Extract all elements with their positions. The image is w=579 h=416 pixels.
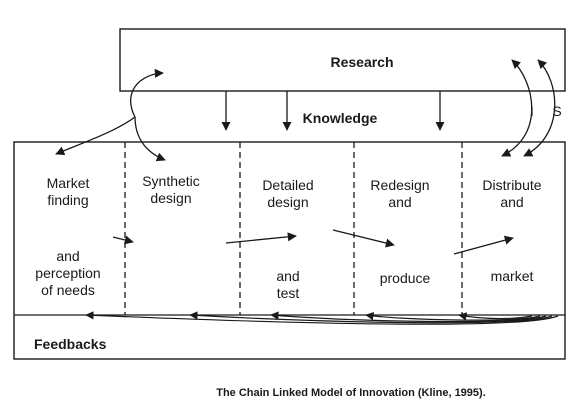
feedback-arrow-5 — [458, 312, 533, 321]
stage-3-lower-2: test — [277, 285, 300, 301]
feedback-arrow-2 — [189, 311, 553, 324]
i-label: I — [530, 103, 534, 119]
feedback-arrow-3 — [270, 311, 547, 323]
feedback-arrow-4 — [365, 311, 541, 321]
feedbacks-label: Feedbacks — [34, 336, 107, 352]
stage-4-line-1: Redesign — [370, 177, 429, 193]
feedback-arrow-1 — [85, 311, 559, 325]
to-research-arrow — [129, 68, 164, 118]
chain-arrow-1 — [112, 235, 134, 245]
stage-5-lower-1: market — [491, 268, 534, 284]
chain-arrow-3 — [332, 229, 395, 248]
knowledge-label: Knowledge — [303, 110, 378, 126]
stage-3-line-1: Detailed — [262, 177, 313, 193]
chain-arrow-4 — [453, 235, 514, 255]
stage-4-lower-1: produce — [380, 270, 431, 286]
stage-5-line-1: Distribute — [482, 177, 541, 193]
research-box — [119, 28, 566, 92]
stage-1-lower-1: and — [56, 248, 79, 264]
to-market-arrow — [55, 116, 136, 156]
stage-3-line-2: design — [267, 194, 308, 210]
chain-box — [13, 141, 566, 360]
chain-arrow-2 — [225, 232, 297, 244]
figure-caption: The Chain Linked Model of Innovation (Kl… — [216, 387, 486, 399]
s-label: S — [552, 103, 561, 119]
stage-1-lower-2: perception — [35, 265, 100, 281]
stage-2-line-1: Synthetic — [142, 173, 200, 189]
research-label: Research — [330, 54, 393, 70]
stage-2-line-2: design — [150, 190, 191, 206]
to-synthetic-arrow — [134, 116, 166, 162]
stage-1-line-1: Market — [47, 175, 90, 191]
s-arrow — [523, 59, 556, 157]
stage-3-lower-1: and — [276, 268, 299, 284]
stage-4-line-2: and — [388, 194, 411, 210]
stage-1-lower-3: of needs — [41, 282, 95, 298]
stage-1-line-2: finding — [47, 192, 88, 208]
stage-5-line-2: and — [500, 194, 523, 210]
